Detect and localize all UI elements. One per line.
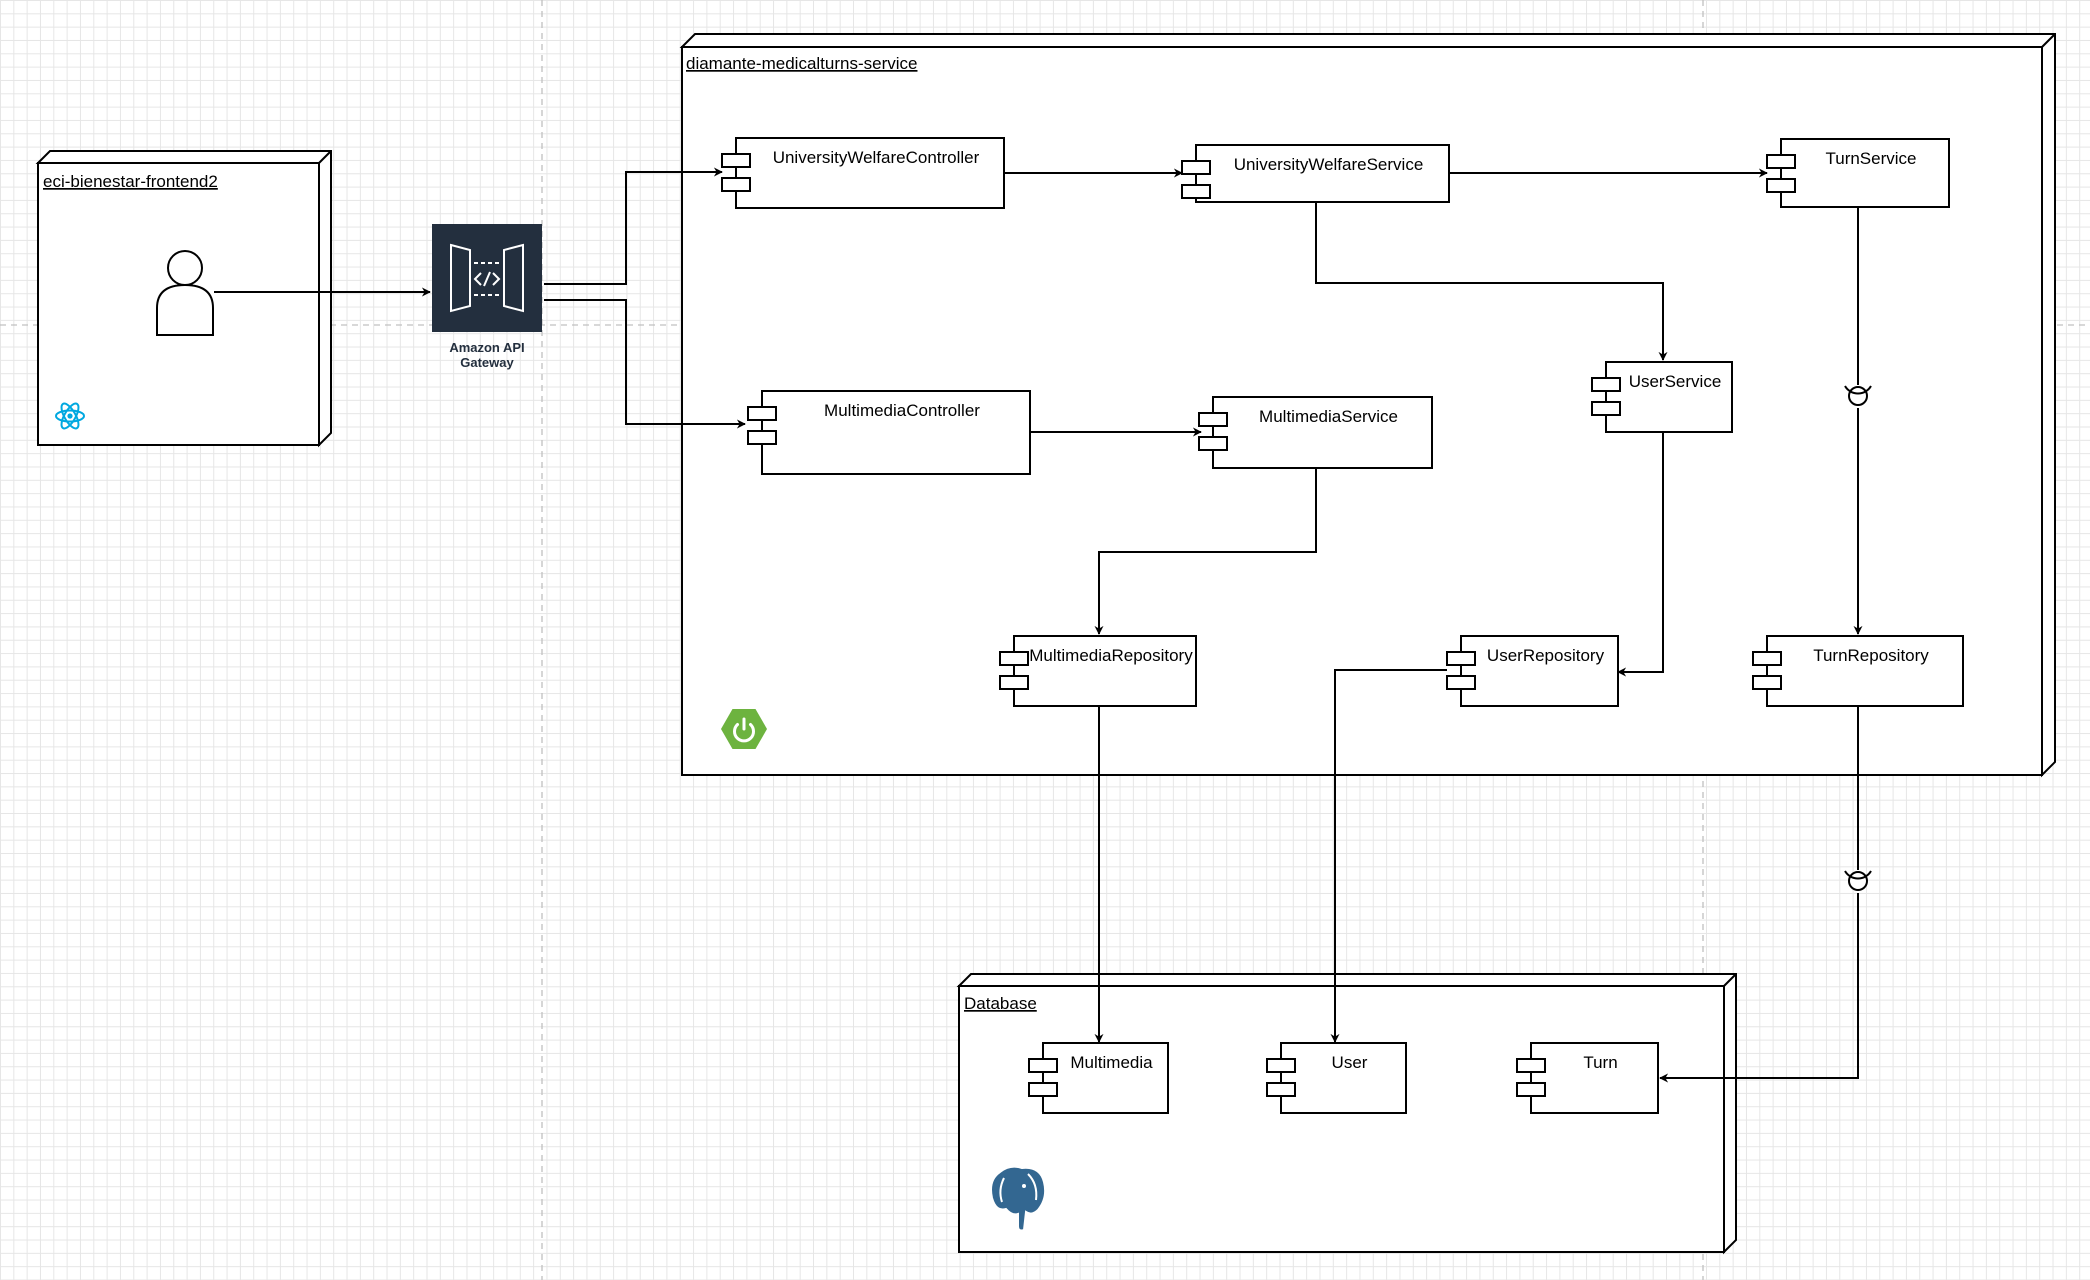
component-icon (1516, 1058, 1546, 1097)
edge-interface-to-turn-table (1659, 893, 1859, 1083)
turn-repository-interface-icon (1844, 870, 1872, 891)
api-gateway-label-line2: Gateway (460, 355, 514, 370)
node-frontend-title: eci-bienestar-frontend2 (43, 172, 218, 191)
component-icon (1752, 651, 1782, 690)
edge-user-repository-to-table (1330, 669, 1447, 1043)
node-service-title: diamante-medicalturns-service (686, 54, 917, 73)
node-database[interactable]: Database (956, 973, 1737, 1255)
node-database-title: Database (964, 994, 1037, 1013)
turn-service-interface-icon (1844, 385, 1872, 406)
component-ts-label: TurnService (1825, 149, 1916, 168)
component-icon (1446, 651, 1476, 690)
component-uwc[interactable]: UniversityWelfareController (721, 137, 1005, 209)
component-mr-label: MultimediaRepository (1029, 646, 1193, 665)
component-icon (1198, 412, 1228, 451)
component-icon (1766, 154, 1796, 193)
api-gateway[interactable]: Amazon API Gateway (432, 224, 542, 370)
connectors (214, 167, 1863, 1083)
interfaces (1844, 385, 1872, 891)
component-icon (999, 651, 1029, 690)
component-mr[interactable]: MultimediaRepository (999, 635, 1197, 707)
component-uws-label: UniversityWelfareService (1234, 155, 1424, 174)
edge-gateway-to-multimedia-controller (544, 299, 746, 429)
component-ms-label: MultimediaService (1259, 407, 1398, 426)
component-icon (1266, 1058, 1296, 1097)
component-t-label: Turn (1583, 1053, 1617, 1072)
component-icon (747, 406, 777, 445)
component-us[interactable]: UserService (1591, 361, 1733, 433)
component-tr-label: TurnRepository (1813, 646, 1929, 665)
postgresql-elephant-icon (990, 1165, 1047, 1232)
component-mc[interactable]: MultimediaController (747, 390, 1031, 475)
component-us-label: UserService (1629, 372, 1722, 391)
component-mm[interactable]: Multimedia (1028, 1042, 1169, 1114)
component-u[interactable]: User (1266, 1042, 1407, 1114)
component-t[interactable]: Turn (1516, 1042, 1659, 1114)
component-icon (1181, 160, 1211, 199)
component-tr[interactable]: TurnRepository (1752, 635, 1964, 707)
edge-gateway-to-welfare-controller (544, 167, 723, 285)
component-uws[interactable]: UniversityWelfareService (1181, 144, 1450, 203)
spring-boot-icon (721, 709, 767, 749)
component-mc-label: MultimediaController (824, 401, 980, 420)
component-icon (1028, 1058, 1058, 1097)
component-ts[interactable]: TurnService (1766, 138, 1950, 208)
edge-user-service-to-repository (1617, 432, 1664, 677)
component-icon (721, 153, 751, 192)
component-ur-label: UserRepository (1487, 646, 1605, 665)
user-actor-icon[interactable] (156, 250, 214, 336)
component-u-label: User (1332, 1053, 1368, 1072)
components-layer: UniversityWelfareController UniversityWel… (721, 137, 1964, 1114)
component-icon (1591, 377, 1621, 416)
edge-multimedia-service-to-repository (1094, 468, 1317, 635)
api-gateway-label-line1: Amazon API (449, 340, 524, 355)
component-uwc-label: UniversityWelfareController (773, 148, 980, 167)
edge-welfare-service-to-user-service (1315, 202, 1668, 361)
component-mm-label: Multimedia (1070, 1053, 1153, 1072)
component-ms[interactable]: MultimediaService (1198, 396, 1433, 469)
component-ur[interactable]: UserRepository (1446, 635, 1619, 707)
react-icon (55, 402, 85, 430)
